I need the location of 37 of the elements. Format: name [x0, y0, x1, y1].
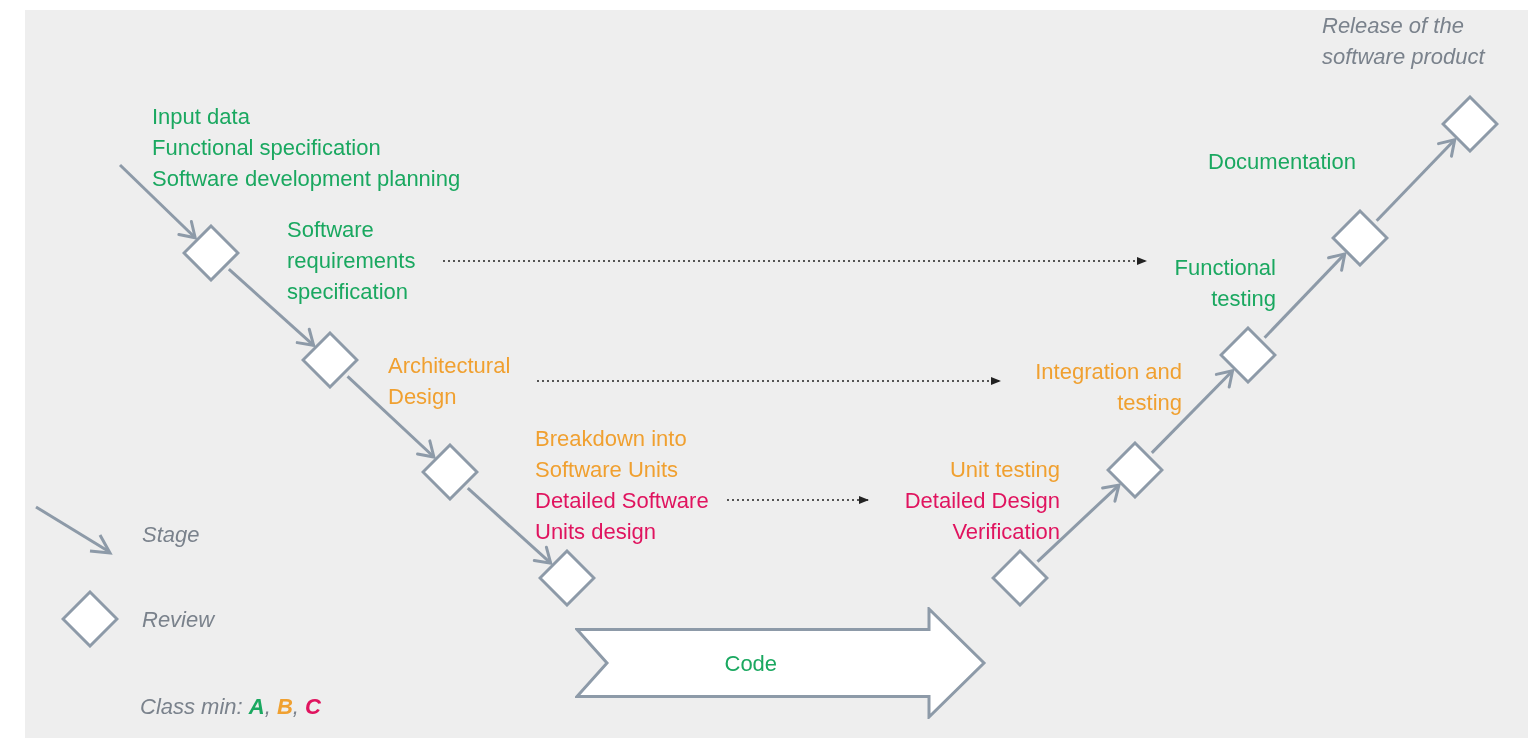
stage-arrow [1036, 483, 1121, 563]
review-diamond [1106, 441, 1164, 499]
stage-arrow [118, 163, 197, 240]
stage-arrow [227, 267, 316, 347]
review-diamond [991, 549, 1049, 607]
review-diamond [1441, 95, 1499, 153]
review-diamond [182, 224, 240, 282]
stage-label: Code [724, 650, 778, 678]
stage-label: Unit testing [948, 456, 1060, 484]
stage-label: Integration and testing [1004, 356, 1182, 418]
class-note: Class min: A, B, C [140, 693, 321, 721]
stage-arrow [346, 375, 436, 459]
stage-label: Detailed Design Verification [903, 487, 1060, 546]
review-diamond [1219, 326, 1277, 384]
dotted-arrow [536, 377, 1001, 385]
legend-label: Review [142, 606, 215, 634]
stage-arrow [1263, 252, 1347, 339]
dotted-arrow [442, 257, 1147, 265]
stage-arrow [466, 487, 553, 565]
review-diamond [538, 549, 596, 607]
stage-label: Detailed Software Units design [535, 487, 710, 546]
review-diamond [421, 443, 479, 501]
stage-label: Documentation [1208, 148, 1356, 176]
review-diamond [301, 331, 359, 389]
stage-label: Functional testing [1150, 252, 1276, 314]
stage-label: Input data [152, 103, 250, 131]
stage-label: Software development planning [152, 165, 461, 193]
stage-arrow [1150, 369, 1235, 454]
stage-label: Functional specification [152, 134, 381, 162]
dotted-arrow [726, 496, 869, 504]
review-diamond [1331, 209, 1389, 267]
stage-arrow [1375, 138, 1457, 222]
stage-label: Software requirements specification [287, 214, 439, 307]
legend-label: Stage [142, 521, 200, 549]
stage-label: Architectural Design [388, 350, 533, 412]
stage-label: Breakdown into Software Units [535, 425, 688, 484]
node-label: Release of the software product [1322, 12, 1487, 71]
